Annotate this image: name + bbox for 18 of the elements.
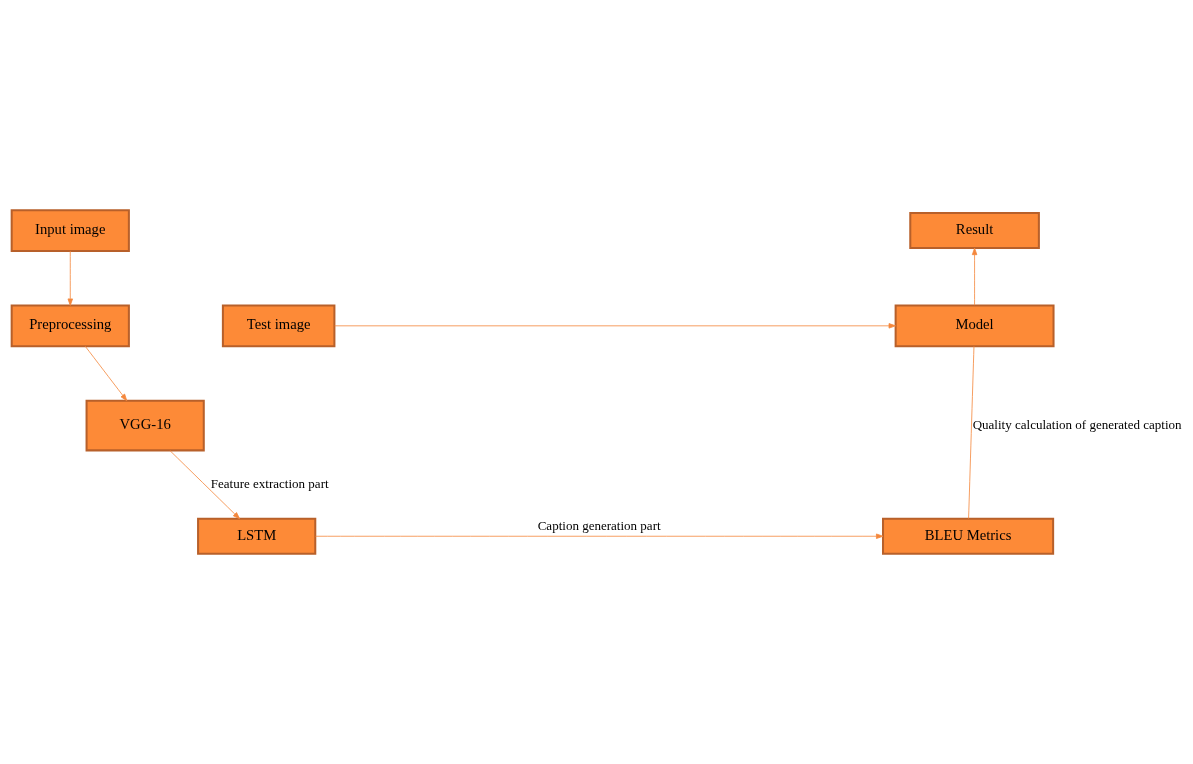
node-box: VGG-16: [85, 399, 205, 452]
node-box: LSTM: [197, 517, 317, 555]
node-box: Test image: [221, 304, 336, 348]
edge-label: Quality calculation of generated caption: [972, 416, 1182, 432]
connector: [968, 345, 975, 520]
arrow: [169, 450, 240, 520]
arrow: [315, 533, 884, 539]
arrow: [334, 323, 896, 329]
node-box: BLEU Metrics: [882, 517, 1055, 555]
node-box: Result: [909, 212, 1040, 250]
node-box: Preprocessing: [10, 304, 130, 348]
arrow: [67, 250, 73, 306]
node-box: Model: [894, 304, 1055, 348]
edge-label: Feature extraction part: [210, 475, 329, 491]
arrow: [971, 247, 978, 306]
arrow: [84, 345, 128, 402]
node-box: Input image: [10, 209, 130, 252]
edge-label: Caption generation part: [537, 517, 661, 533]
